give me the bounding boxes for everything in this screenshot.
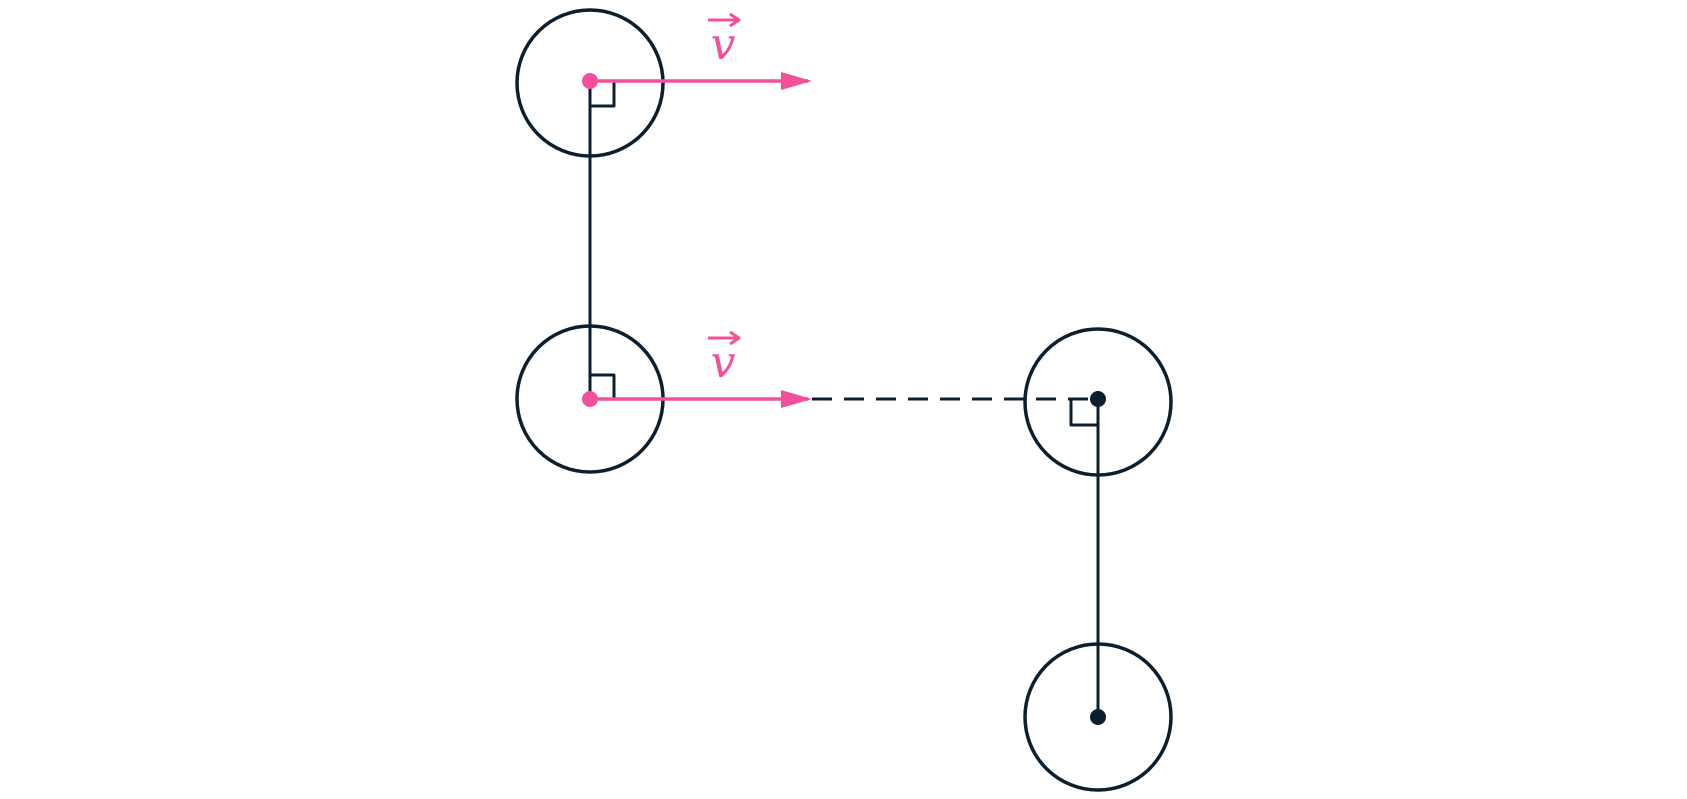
middle-vector-arrowhead (781, 390, 812, 408)
translation-vectors: v v (582, 12, 812, 408)
middle-vector-label: v (708, 330, 741, 388)
top-vector-label: v (708, 12, 741, 70)
right-angle-marker-top (590, 81, 616, 108)
middle-vector-label-text: v (711, 337, 736, 388)
right-angle-marker-middle (590, 373, 616, 399)
bottom-right-point (1090, 709, 1106, 725)
top-vector-origin-point (582, 73, 598, 89)
top-vector-label-text: v (711, 19, 736, 70)
middle-vector-label-arrowtip-icon (729, 330, 741, 346)
middle-vector-origin-point (582, 391, 598, 407)
top-vector-label-arrowtip-icon (729, 12, 741, 28)
right-angle-marker-right (1069, 399, 1098, 427)
middle-right-point (1090, 391, 1106, 407)
image-shape (1023, 327, 1173, 792)
top-vector-arrowhead (781, 72, 812, 90)
